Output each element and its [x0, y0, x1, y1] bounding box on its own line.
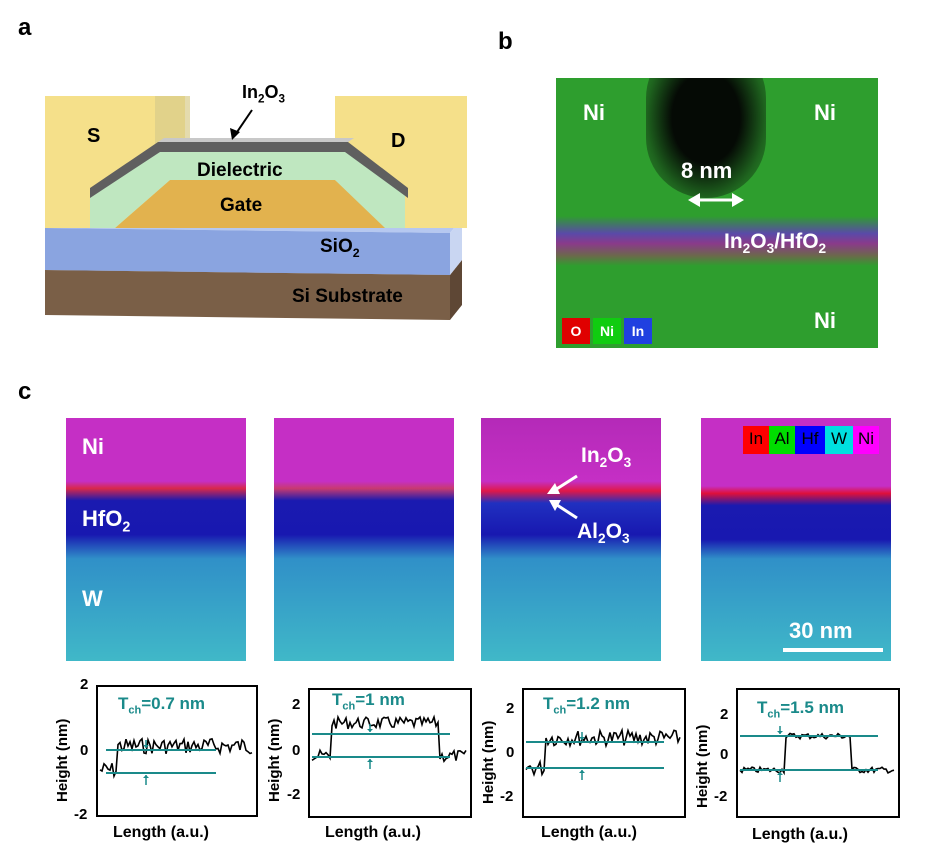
w-label: W	[82, 586, 103, 611]
tch-arrowhead-3-1	[579, 737, 585, 740]
ni-label-top-right: Ni	[814, 100, 836, 125]
scale-bar	[783, 648, 883, 652]
tch-arrowhead-3-2	[579, 770, 585, 773]
substrate-label: Si Substrate	[292, 286, 403, 307]
gate-label: Gate	[220, 195, 263, 216]
profile-frame-1	[96, 685, 258, 817]
panel-letter-c: c	[18, 378, 32, 405]
ni-label-top-left: Ni	[583, 100, 605, 125]
ylabel-4: Height (nm)	[694, 724, 711, 808]
profile-frame-2	[308, 688, 472, 818]
gap-width-label: 8 nm	[681, 158, 733, 183]
source-label: S	[87, 125, 101, 147]
legend-hf: Hf	[795, 426, 825, 454]
profile-frame-4	[736, 688, 900, 818]
legend-w: W	[825, 426, 853, 454]
tch-arrowhead-2-1	[367, 729, 373, 732]
dielectric-label: Dielectric	[197, 160, 283, 181]
scale-bar-label: 30 nm	[789, 618, 853, 643]
eds-map-b: Ni Ni Ni 8 nm In2O3/HfO2 O Ni In	[556, 78, 878, 348]
tick-2-n2: -2	[287, 786, 301, 803]
tch-arrowhead-1-2	[143, 775, 149, 778]
hfo2-label: HfO2	[82, 506, 131, 536]
profile-frame-3	[522, 688, 686, 818]
tick-1-2: 2	[80, 676, 89, 693]
gap-shadow	[646, 78, 766, 198]
height-profiles: Tch=0.7 nm Tch=1 nm Tch=1.2 nm Tch=1.5 n…	[0, 670, 929, 858]
oxide-label: SiO2	[320, 236, 360, 260]
legend-in: In	[624, 318, 652, 344]
profile-trace-4	[739, 732, 895, 776]
eds-map-c2	[274, 418, 454, 661]
tch-label-3: Tch=1.2 nm	[543, 694, 631, 717]
tch-arrowhead-2-2	[367, 759, 373, 762]
tick-1-n2: -2	[74, 806, 88, 823]
profile-trace-1	[99, 736, 253, 779]
legend-o: O	[562, 318, 590, 344]
legend-ni: Ni	[853, 426, 879, 454]
eds-map-c3: In2O3 Al2O3	[481, 418, 661, 661]
tch-label-4: Tch=1.5 nm	[757, 698, 845, 721]
in2o3-label: In2O3	[581, 444, 632, 471]
tch-arrowhead-4-1	[777, 731, 783, 734]
channel-label: In2O3	[242, 82, 286, 106]
xlabel-1: Length (a.u.)	[113, 824, 209, 841]
gap-arrow-icon	[688, 193, 744, 207]
legend-in: In	[743, 426, 769, 454]
xlabel-2: Length (a.u.)	[325, 824, 421, 841]
tick-4-0: 0	[720, 746, 729, 763]
layer-stack-label: In2O3/HfO2	[724, 230, 827, 257]
ni-label-bottom-right: Ni	[814, 308, 836, 333]
tick-1-0: 0	[80, 742, 89, 759]
drain-label: D	[391, 130, 406, 152]
profile-trace-2	[311, 714, 467, 763]
profile-traces	[99, 714, 895, 785]
device-schematic: In2O3 S D Dielectric Gate SiO2 Si Substr…	[30, 70, 480, 330]
arrows-icon	[547, 474, 578, 520]
tick-2-0: 0	[292, 742, 301, 759]
ylabel-1: Height (nm)	[54, 718, 71, 802]
xlabel-3: Length (a.u.)	[541, 824, 637, 841]
xlabel-4: Length (a.u.)	[752, 826, 848, 843]
legend-ni: Ni	[593, 318, 621, 344]
tick-3-2: 2	[506, 700, 515, 717]
ylabel-3: Height (nm)	[480, 720, 497, 804]
tick-3-0: 0	[506, 744, 515, 761]
panel-letter-a: a	[18, 14, 32, 41]
eds-legend: In Al Hf W Ni	[743, 426, 879, 454]
tick-2-2: 2	[292, 696, 301, 713]
tch-label-1: Tch=0.7 nm	[118, 694, 206, 717]
tick-4-n2: -2	[714, 788, 728, 805]
device-schematic-drawing	[45, 96, 467, 320]
tick-3-n2: -2	[500, 788, 514, 805]
eds-map-c4: In Al Hf W Ni 30 nm	[701, 418, 891, 661]
tch-arrowhead-4-2	[777, 772, 783, 775]
eds-map-c1: Ni HfO2 W	[66, 418, 246, 661]
al2o3-label: Al2O3	[577, 520, 630, 547]
ni-label: Ni	[82, 434, 104, 459]
ylabel-2: Height (nm)	[266, 718, 283, 802]
profile-trace-3	[525, 727, 681, 778]
tch-label-2: Tch=1 nm	[332, 690, 405, 713]
legend-al: Al	[769, 426, 795, 454]
tch-arrowhead-1-1	[143, 745, 149, 748]
in2o3-hfo2-layer	[556, 216, 878, 266]
panel-letter-b: b	[498, 28, 513, 55]
tick-4-2: 2	[720, 706, 729, 723]
